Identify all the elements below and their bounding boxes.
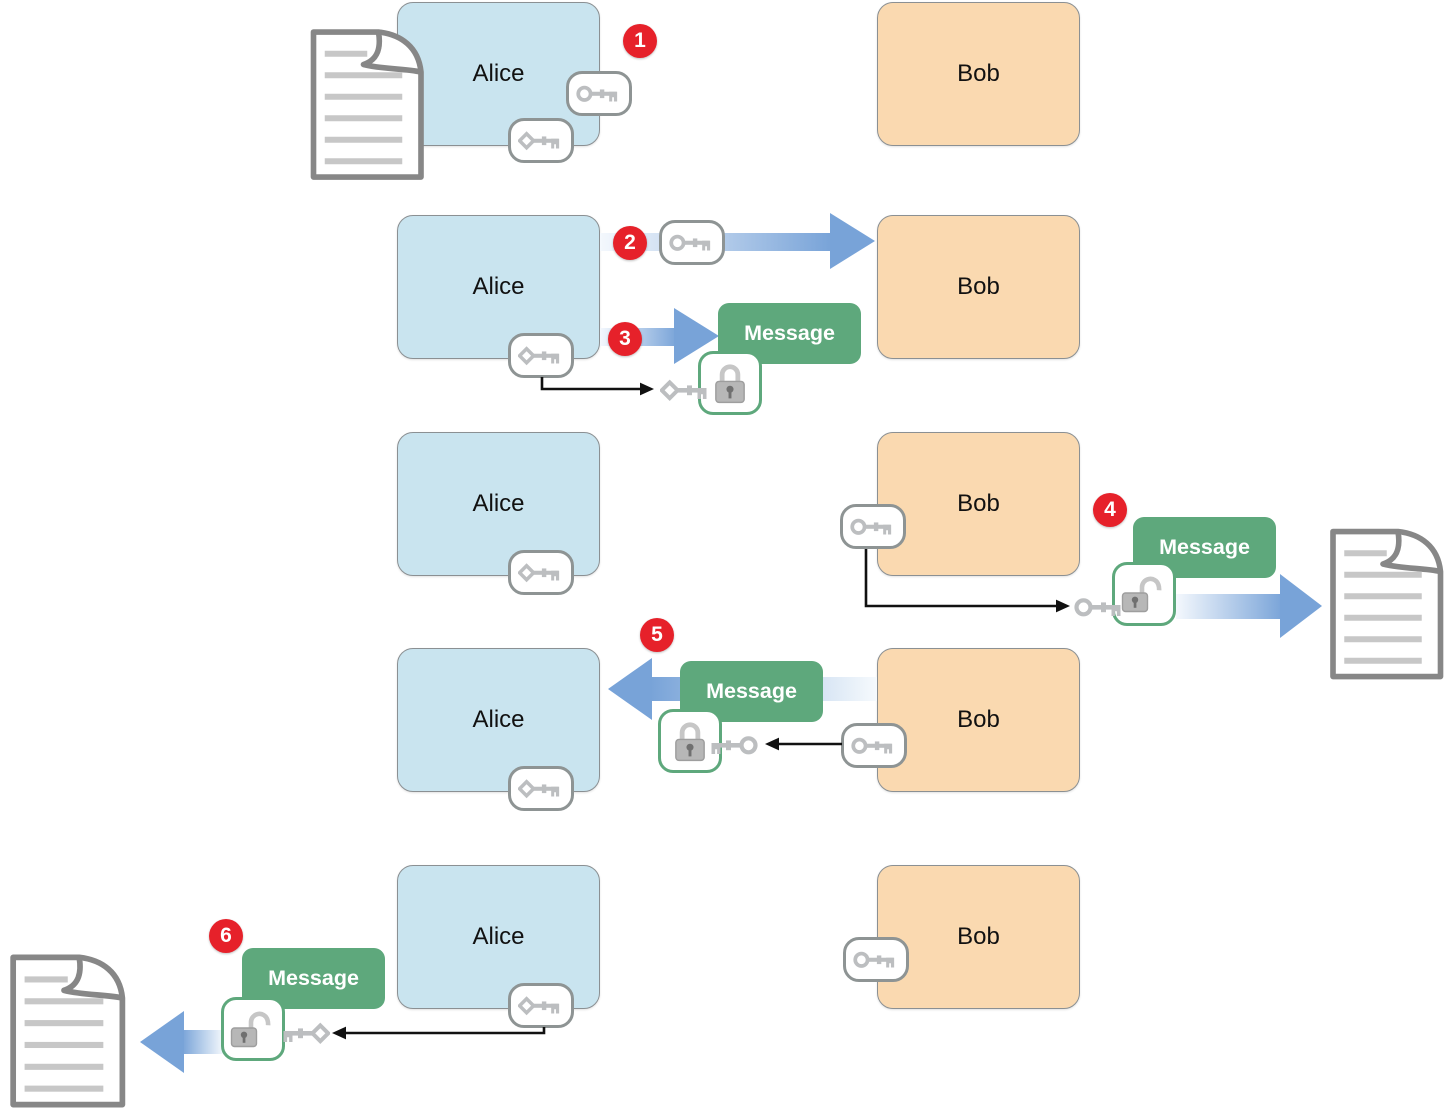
alice-public-key-badge [566,71,632,116]
lock-open-icon [229,1007,277,1051]
decrypted-output-arrow [182,1030,224,1054]
private-key-icon [518,992,564,1019]
step-badge-5: 5 [640,618,674,652]
private-key-icon [518,342,564,369]
arrow-head-icon [140,1011,184,1073]
public-key-icon [576,80,622,107]
message-label: Message [706,679,797,703]
bob-label: Bob [957,923,1000,950]
arrowhead-right-icon [1056,599,1070,613]
alice-private-key-badge [508,550,574,595]
alice-private-key-badge [508,118,574,163]
bob-box-row2: Bob [877,215,1080,359]
bob-box-row1: Bob [877,2,1080,146]
arrowhead-left-icon [332,1026,346,1040]
arrowhead-left-icon [765,737,779,751]
step-number: 6 [220,924,232,947]
encrypted-message-box [698,351,762,415]
bob-label: Bob [957,60,1000,87]
connector-step3 [540,377,640,391]
decrypted-output-arrow [1176,594,1284,619]
private-key-icon [660,375,712,405]
arrowhead-right-icon [640,382,654,396]
alice-label: Alice [472,490,525,517]
connector-step6 [346,1027,546,1035]
private-key-icon [518,775,564,802]
bob-public-key-badge [841,723,907,768]
step-badge-6: 6 [209,919,243,953]
bob-box-row5: Bob [877,865,1080,1009]
step-number: 5 [651,623,663,646]
lock-closed-icon [671,719,709,763]
bob-label: Bob [957,273,1000,300]
private-key-icon [278,1018,330,1048]
decrypted-message-box [221,997,285,1061]
bob-label: Bob [957,490,1000,517]
public-key-icon [853,946,899,973]
arrow-head-icon [830,213,875,269]
public-key-icon [851,732,897,759]
step-badge-4: 4 [1093,493,1127,527]
alice-label: Alice [472,273,525,300]
alice-private-key-badge [508,333,574,378]
document-icon [1323,525,1448,683]
bob-box-row4: Bob [877,648,1080,792]
alice-box-row1: Alice [397,2,600,146]
alice-private-key-badge [508,766,574,811]
step-number: 3 [619,327,631,350]
private-key-icon [518,559,564,586]
bob-public-key-badge [840,504,906,549]
step-number: 2 [624,231,636,254]
alice-box-row3: Alice [397,432,600,576]
lock-open-icon [1120,572,1168,616]
document-icon [3,952,130,1110]
arrow-head-icon [608,658,652,720]
step-badge-3: 3 [608,322,642,356]
public-key-icon [706,730,758,760]
message-label: Message [1159,535,1250,559]
alice-private-key-badge [508,983,574,1028]
private-key-icon [518,127,564,154]
step-number: 4 [1104,498,1116,521]
public-key-icon [850,513,896,540]
public-key-in-transit-badge [659,220,725,265]
alice-label: Alice [472,923,525,950]
decrypted-message-box [1112,562,1176,626]
alice-label: Alice [472,706,525,733]
document-icon [302,27,430,182]
public-key-icon [669,229,715,256]
step-badge-2: 2 [613,226,647,260]
lock-closed-icon [711,361,749,405]
bob-label: Bob [957,706,1000,733]
message-label: Message [744,321,835,345]
alice-label: Alice [472,60,525,87]
bob-box-row3: Bob [877,432,1080,576]
bob-public-key-badge [843,937,909,982]
message-label: Message [268,966,359,990]
encrypted-message-box [658,709,722,773]
arrow-head-icon [1280,574,1322,638]
public-key-icon [1074,592,1126,622]
step-number: 1 [634,29,646,52]
step-badge-1: 1 [623,24,657,58]
